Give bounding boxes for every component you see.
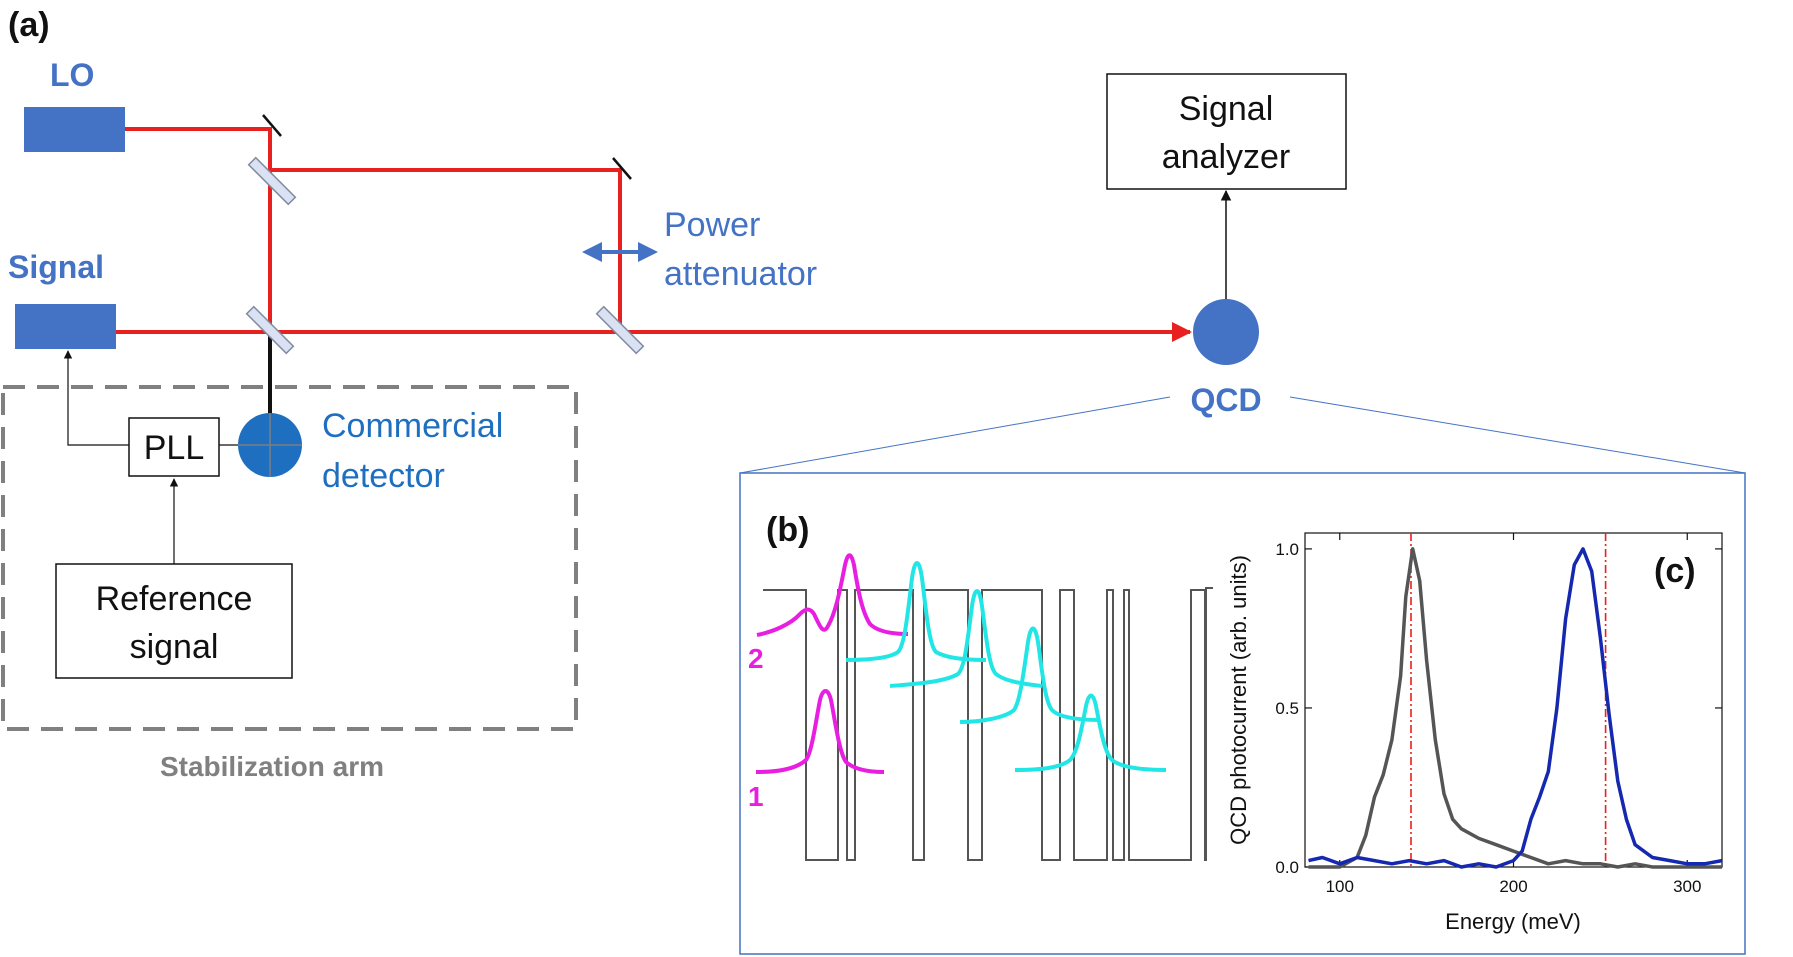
signal-label: Signal xyxy=(8,249,104,285)
wavefunctions xyxy=(755,553,1167,774)
stabilization-arm-label: Stabilization arm xyxy=(160,751,384,782)
x-tick-label-200: 200 xyxy=(1499,877,1527,896)
reference-signal-box xyxy=(55,563,293,679)
commercial-detector-icon xyxy=(238,413,302,477)
mirror-1 xyxy=(262,114,282,137)
axis-ticks: 100 200 300 0.0 0.5 1.0 xyxy=(1275,533,1722,896)
x-axis-label: Energy (meV) xyxy=(1445,909,1581,934)
qcd-label: QCD xyxy=(1190,382,1261,418)
y-tick-label-2: 1.0 xyxy=(1275,540,1299,559)
beam-splitter-3 xyxy=(595,305,645,355)
panel-label-c: (c) xyxy=(1654,552,1696,590)
lo-source xyxy=(24,107,125,152)
y-axis-label: QCD photocurrent (arb. units) xyxy=(1226,555,1251,845)
panel-label-a: (a) xyxy=(8,6,50,44)
band-structure xyxy=(763,587,1213,861)
beam-splitter-1 xyxy=(247,156,297,206)
qcd-inset-box xyxy=(739,472,1746,955)
band-profile-line xyxy=(763,587,1213,861)
beam-paths xyxy=(116,127,1192,342)
photocurrent-chart: 100 200 300 0.0 0.5 1.0 Energy (meV) QCD phot… xyxy=(1226,532,1723,934)
lo-delay-beam xyxy=(270,168,622,332)
zoom-line-left xyxy=(739,396,1171,474)
beam-splitters xyxy=(245,156,645,355)
pll-label: PLL xyxy=(144,429,205,467)
lo-beam xyxy=(125,127,272,170)
power-attenuator-label-1: Power xyxy=(664,206,760,244)
reference-signal-label-2: signal xyxy=(130,628,219,666)
reference-signal-label-1: Reference xyxy=(96,580,253,618)
y-tick-label-1: 0.5 xyxy=(1275,699,1299,718)
pll-to-signal-arrow xyxy=(63,350,129,446)
mirror-2 xyxy=(612,157,632,180)
zoom-line-right xyxy=(1289,396,1746,474)
power-attenuator-label-2: attenuator xyxy=(664,255,817,293)
commercial-detector-label-1: Commercial xyxy=(322,407,503,445)
state-2-label: 2 xyxy=(748,643,764,674)
state-1-label: 1 xyxy=(748,781,764,812)
series-line-blue xyxy=(1308,547,1723,869)
x-tick-label-300: 300 xyxy=(1673,877,1701,896)
signal-analyzer-label-2: analyzer xyxy=(1162,138,1291,176)
qcd-detector xyxy=(1193,299,1259,365)
wavefunction-cyan-4 xyxy=(1014,693,1167,772)
beam-splitter-2 xyxy=(245,305,295,355)
signal-source xyxy=(15,304,116,349)
x-tick-label-100: 100 xyxy=(1326,877,1354,896)
lo-label: LO xyxy=(50,57,94,93)
signal-analyzer-label-1: Signal xyxy=(1179,90,1274,128)
series-lines xyxy=(1308,547,1723,869)
wavefunction-cyan-3 xyxy=(959,626,1101,724)
wavefunction-cyan-2 xyxy=(889,589,1043,688)
marker-lines xyxy=(1410,533,1607,867)
wavefunction-state-2 xyxy=(756,553,909,637)
commercial-detector-label-2: detector xyxy=(322,457,445,495)
pll-box xyxy=(128,417,220,477)
series-line-gray xyxy=(1308,547,1722,869)
wavefunction-cyan-1 xyxy=(845,561,987,662)
stabilization-arm-box xyxy=(1,385,578,731)
y-tick-label-0: 0.0 xyxy=(1275,858,1299,877)
panel-label-b: (b) xyxy=(766,511,809,549)
signal-analyzer-box xyxy=(1106,73,1347,190)
wavefunction-state-1 xyxy=(755,689,885,774)
